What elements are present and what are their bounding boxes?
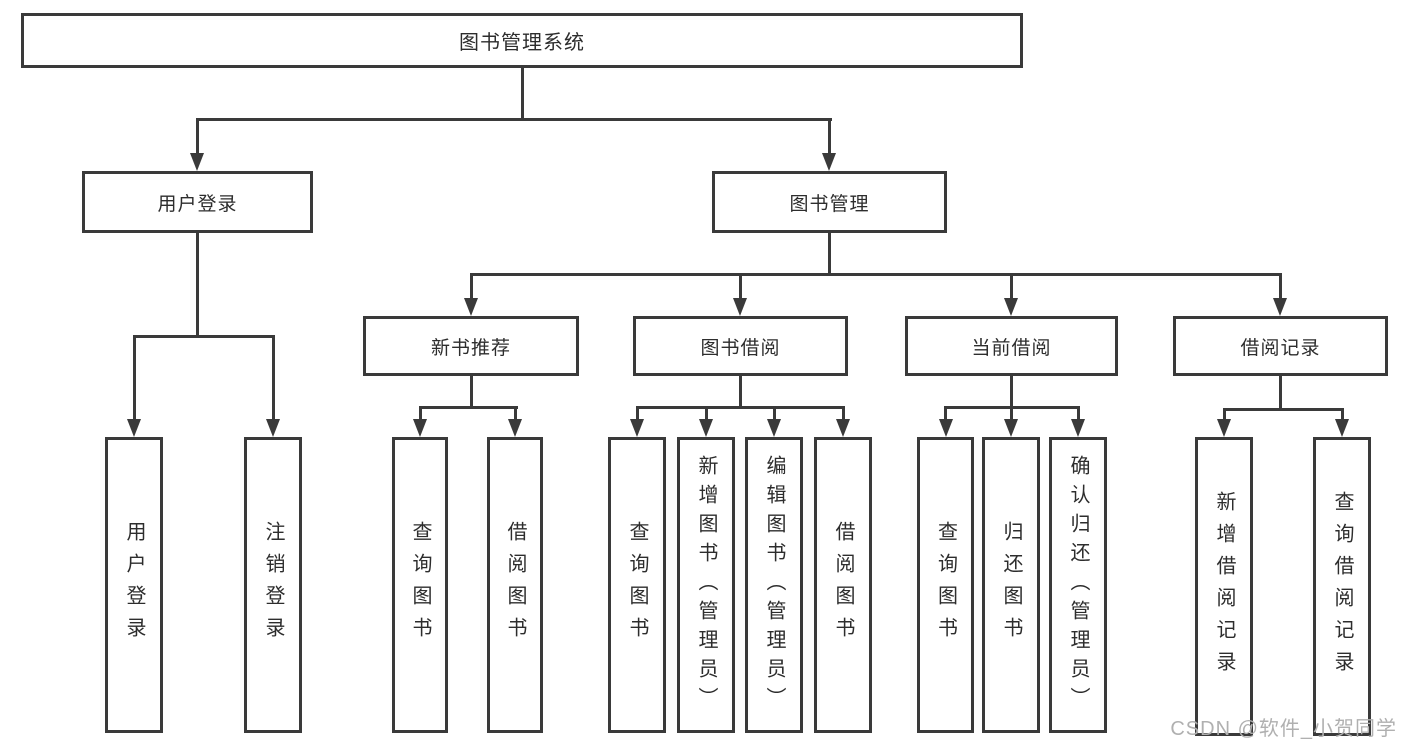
- arrowhead-down-icon: [699, 419, 713, 437]
- node-root: 图书管理系统: [21, 13, 1023, 68]
- connector-drop: [944, 406, 947, 421]
- arrowhead-down-icon: [1004, 419, 1018, 437]
- arrowhead-down-icon: [1335, 419, 1349, 437]
- leaf-current-query-books: 查询图书: [917, 437, 974, 733]
- connector-root-stem: [521, 68, 524, 118]
- arrowhead-down-icon: [508, 419, 522, 437]
- connector-drop: [842, 406, 845, 421]
- leaf-user-login: 用户登录: [105, 437, 163, 733]
- connector-drop: [828, 118, 831, 155]
- connector-drop: [1223, 408, 1226, 421]
- connector-drop: [705, 406, 708, 421]
- connector-drop: [1010, 273, 1013, 300]
- connector-borrowrecord-stem: [1279, 376, 1282, 408]
- connector-borrowrecord-bar: [1223, 408, 1344, 411]
- arrowhead-down-icon: [1004, 298, 1018, 316]
- node-book-borrow: 图书借阅: [633, 316, 848, 376]
- connector-bookborrow-stem: [739, 376, 742, 406]
- node-current-borrow: 当前借阅: [905, 316, 1118, 376]
- leaf-borrow-query-books: 查询图书: [608, 437, 666, 733]
- connector-userlogin-stem: [196, 233, 199, 335]
- connector-newbook-stem: [470, 376, 473, 406]
- arrowhead-down-icon: [1071, 419, 1085, 437]
- connector-bookmgmt-bar: [470, 273, 1282, 276]
- arrowhead-down-icon: [1217, 419, 1231, 437]
- arrowhead-down-icon: [1273, 298, 1287, 316]
- connector-newbook-bar: [419, 406, 518, 409]
- leaf-current-return-books: 归还图书: [982, 437, 1040, 733]
- connector-bookmgmt-stem: [828, 233, 831, 273]
- connector-userlogin-bar: [133, 335, 275, 338]
- node-user-login: 用户登录: [82, 171, 313, 233]
- node-book-management: 图书管理: [712, 171, 947, 233]
- leaf-record-query-borrow-record: 查询借阅记录: [1313, 437, 1371, 736]
- connector-drop: [1077, 406, 1080, 421]
- connector-drop: [196, 118, 199, 155]
- connector-drop: [470, 273, 473, 300]
- leaf-borrow-edit-books-admin: 编辑图书（管理员）: [745, 437, 803, 733]
- connector-drop: [636, 406, 639, 421]
- leaf-current-confirm-return-admin: 确认归还（管理员）: [1049, 437, 1107, 733]
- connector-drop: [739, 273, 742, 300]
- connector-drop: [514, 406, 517, 421]
- connector-drop: [1010, 406, 1013, 421]
- arrowhead-down-icon: [413, 419, 427, 437]
- arrowhead-down-icon: [939, 419, 953, 437]
- arrowhead-down-icon: [127, 419, 141, 437]
- arrowhead-down-icon: [767, 419, 781, 437]
- leaf-logout: 注销登录: [244, 437, 302, 733]
- connector-bookborrow-bar: [636, 406, 845, 409]
- leaf-newbook-borrow-books: 借阅图书: [487, 437, 543, 733]
- connector-drop: [272, 335, 275, 421]
- connector-drop: [773, 406, 776, 421]
- leaf-borrow-borrow-books: 借阅图书: [814, 437, 872, 733]
- arrowhead-down-icon: [266, 419, 280, 437]
- connector-drop: [419, 406, 422, 421]
- watermark: CSDN @软件_小贺同学: [1170, 718, 1397, 740]
- leaf-record-add-borrow-record: 新增借阅记录: [1195, 437, 1253, 736]
- arrowhead-down-icon: [733, 298, 747, 316]
- arrowhead-down-icon: [836, 419, 850, 437]
- connector-currentborrow-stem: [1010, 376, 1013, 406]
- arrowhead-down-icon: [464, 298, 478, 316]
- connector-drop: [1279, 273, 1282, 300]
- arrowhead-down-icon: [630, 419, 644, 437]
- node-new-book-recommend: 新书推荐: [363, 316, 579, 376]
- node-borrow-record: 借阅记录: [1173, 316, 1388, 376]
- arrowhead-down-icon: [190, 153, 204, 171]
- arrowhead-down-icon: [822, 153, 836, 171]
- leaf-borrow-add-books-admin: 新增图书（管理员）: [677, 437, 735, 733]
- connector-drop: [133, 335, 136, 421]
- connector-drop: [1341, 408, 1344, 421]
- leaf-newbook-query-books: 查询图书: [392, 437, 448, 733]
- connector-root-bar: [196, 118, 832, 121]
